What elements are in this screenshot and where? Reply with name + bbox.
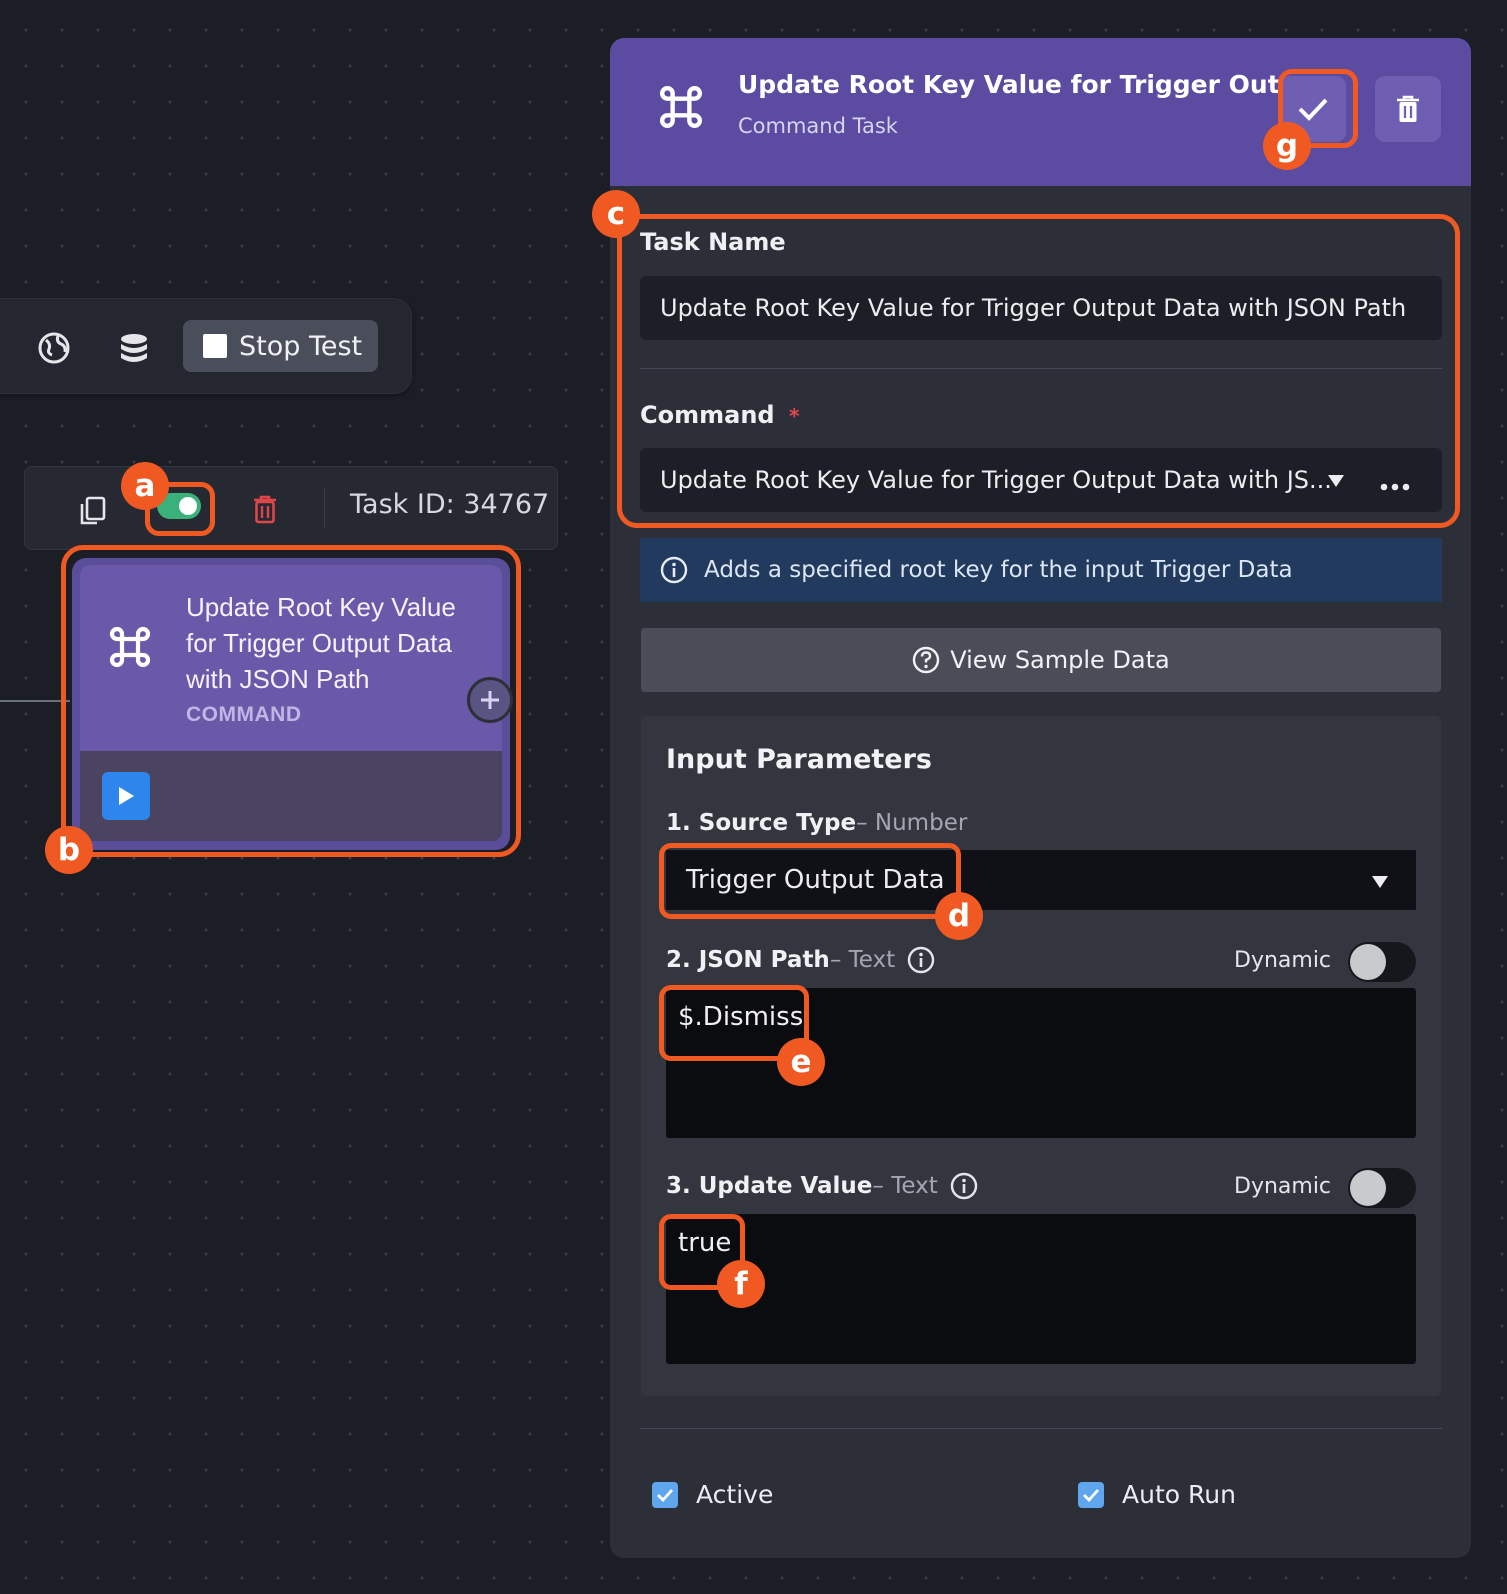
node-action-bar <box>24 466 558 550</box>
node-card-header <box>80 565 502 751</box>
annotation-badge-a: a <box>121 462 169 510</box>
json-path-value: $.Dismiss <box>678 1002 804 1032</box>
stop-test-label: Stop Test <box>239 330 363 362</box>
node-card[interactable]: Update Root Key Value for Trigger Output… <box>80 565 502 841</box>
panel-title: Update Root Key Value for Trigger Out... <box>738 70 1309 99</box>
copy-icon[interactable] <box>80 496 106 530</box>
param-json-path-label: 2. JSON Path– Text <box>666 946 935 974</box>
annotation-badge-f: f <box>717 1260 765 1308</box>
trash-icon <box>1397 95 1419 122</box>
command-label: Command * <box>640 401 799 429</box>
panel-subtitle: Command Task <box>738 114 898 138</box>
panel-header: Update Root Key Value for Trigger Out...… <box>610 38 1471 186</box>
divider <box>640 368 1442 369</box>
play-icon <box>119 787 134 805</box>
task-editor-panel: Update Root Key Value for Trigger Out...… <box>610 38 1471 1558</box>
annotation-badge-g: g <box>1263 122 1311 170</box>
update-value-dynamic-toggle[interactable] <box>1348 1168 1416 1208</box>
command-select[interactable]: Update Root Key Value for Trigger Output… <box>640 448 1442 512</box>
info-icon <box>950 1172 977 1200</box>
task-name-input[interactable]: Update Root Key Value for Trigger Output… <box>640 276 1442 340</box>
help-icon <box>913 646 940 674</box>
run-node-button[interactable] <box>102 772 150 820</box>
source-type-value: Trigger Output Data <box>686 865 945 895</box>
dynamic-label: Dynamic <box>1234 1174 1332 1199</box>
plus-icon <box>481 691 499 709</box>
source-type-select[interactable]: Trigger Output Data <box>666 850 1416 910</box>
command-description: Adds a specified root key for the input … <box>640 538 1442 602</box>
chevron-down-icon[interactable] <box>1327 473 1345 492</box>
node-type-label: COMMAND <box>186 703 302 726</box>
param-type: – Text <box>872 1173 938 1199</box>
database-icon[interactable] <box>116 330 152 366</box>
annotation-badge-d: d <box>935 892 983 940</box>
update-value-value: true <box>678 1228 732 1258</box>
add-next-node-button[interactable] <box>467 677 513 723</box>
divider <box>640 1428 1442 1429</box>
command-icon <box>108 625 152 673</box>
view-sample-data-button[interactable]: View Sample Data <box>641 628 1441 692</box>
required-marker: * <box>788 404 800 428</box>
annotation-badge-c: c <box>592 190 640 238</box>
info-icon <box>660 556 688 584</box>
task-name-label: Task Name <box>640 228 786 256</box>
json-path-dynamic-toggle[interactable] <box>1348 942 1416 982</box>
checkbox-checked-icon[interactable] <box>652 1481 678 1508</box>
param-update-value-label: 3. Update Value– Text <box>666 1172 978 1200</box>
input-parameters-title: Input Parameters <box>666 744 932 775</box>
chevron-down-icon[interactable] <box>1371 874 1389 893</box>
param-label: 2. JSON Path <box>666 947 830 973</box>
connector-line <box>0 700 70 702</box>
more-options-icon[interactable] <box>1380 476 1410 495</box>
check-icon <box>1298 98 1328 121</box>
dynamic-label: Dynamic <box>1234 948 1332 973</box>
info-icon <box>907 946 935 974</box>
task-id-label: Task ID: 34767 <box>350 489 550 520</box>
auto-run-label: Auto Run <box>1122 1480 1236 1509</box>
param-label: 1. Source Type <box>666 810 857 836</box>
param-label: 3. Update Value <box>666 1173 873 1199</box>
command-icon <box>658 84 704 134</box>
param-type: – Text <box>829 947 896 973</box>
delete-task-button[interactable] <box>1375 76 1441 142</box>
update-value-input[interactable]: true <box>666 1214 1416 1364</box>
node-card-footer <box>80 751 502 841</box>
node-title: Update Root Key Value for Trigger Output… <box>186 592 456 694</box>
annotation-badge-e: e <box>777 1038 825 1086</box>
checkbox-checked-icon[interactable] <box>1078 1481 1104 1508</box>
annotation-badge-b: b <box>45 826 93 874</box>
auto-run-checkbox[interactable]: Auto Run <box>1078 1480 1236 1509</box>
param-source-type-label: 1. Source Type– Number <box>666 810 967 836</box>
divider <box>324 488 325 528</box>
active-checkbox[interactable]: Active <box>652 1480 773 1509</box>
command-select-value: Update Root Key Value for Trigger Output… <box>660 466 1332 494</box>
stop-test-button[interactable]: Stop Test <box>183 320 378 372</box>
globe-icon[interactable] <box>36 330 72 366</box>
info-text: Adds a specified root key for the input … <box>704 557 1293 583</box>
view-sample-data-label: View Sample Data <box>950 646 1170 674</box>
delete-node-icon[interactable] <box>252 494 278 528</box>
active-label: Active <box>696 1480 774 1509</box>
command-label-text: Command <box>640 401 775 429</box>
param-type: – Number <box>856 810 968 836</box>
stop-icon <box>203 334 227 358</box>
